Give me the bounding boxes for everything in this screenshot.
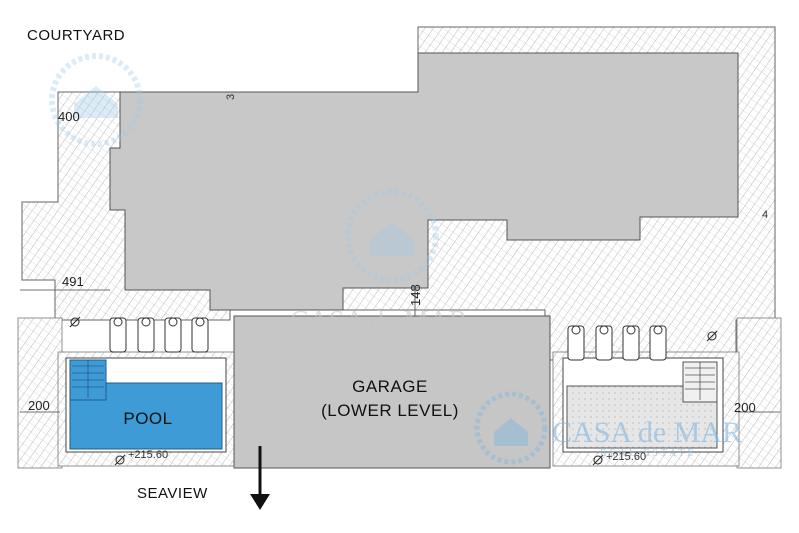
level-left: +215.60 — [128, 449, 168, 461]
sun-loungers-left — [109, 317, 209, 353]
garage-sublabel: (LOWER LEVEL) — [321, 401, 459, 420]
pool-right — [562, 357, 724, 453]
dim-4: 4 — [762, 209, 768, 221]
watermark-logo-1 — [49, 53, 143, 147]
watermark-brand-center: CASA de MAR — [290, 306, 468, 337]
dim-148: 148 — [408, 284, 423, 306]
garage-label: GARAGE — [352, 377, 428, 396]
watermark-brand-right: CASA de MAR — [552, 416, 742, 449]
pool-label: POOL — [123, 409, 172, 428]
dim-200-right: 200 — [734, 400, 756, 415]
dim-3: 3 — [225, 94, 237, 100]
watermark-tagline-right: REAL ESTATE — [600, 448, 697, 459]
sun-loungers-right — [567, 325, 667, 361]
main-building — [109, 52, 739, 311]
watermark-logo-3 — [474, 391, 548, 465]
watermark-logo-2 — [345, 189, 439, 283]
dim-491: 491 — [62, 274, 84, 289]
level-markers — [69, 316, 718, 466]
dim-400: 400 — [58, 109, 80, 124]
dim-200-left: 200 — [28, 398, 50, 413]
seaview-arrow-icon — [250, 446, 270, 510]
level-right: +215.60 — [606, 451, 646, 463]
dimension-lines — [20, 289, 780, 413]
pool-left — [65, 357, 227, 453]
seaview-label: SEAVIEW — [137, 485, 208, 502]
courtyard-label: COURTYARD — [27, 27, 125, 44]
watermark-tagline-center: REAL ESTATE — [312, 336, 426, 348]
garage-block — [233, 315, 551, 469]
